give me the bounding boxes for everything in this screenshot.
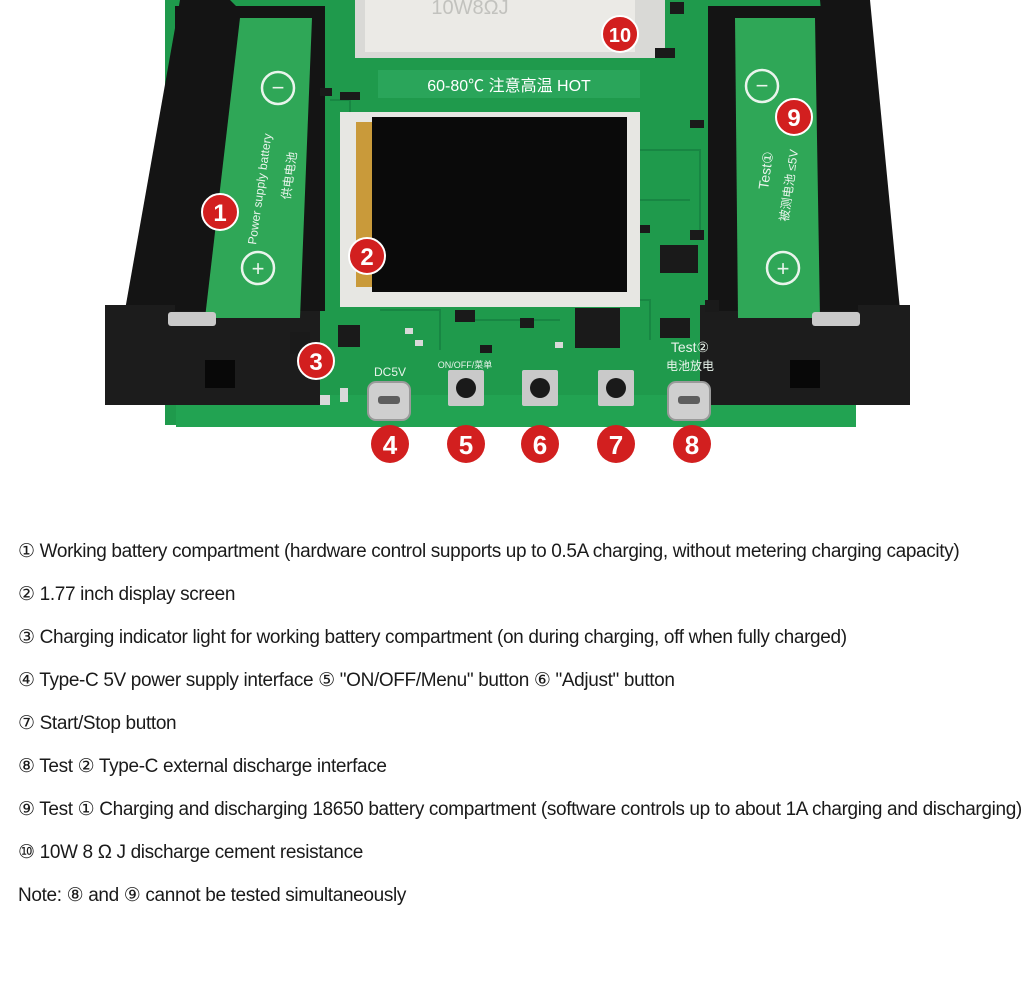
- callout-8: 8: [673, 425, 711, 463]
- dc5v-port-label: DC5V: [374, 365, 406, 379]
- legend-item-10: ⑩ 10W 8 Ω J discharge cement resistance: [18, 842, 363, 863]
- adjust-button: [522, 370, 558, 406]
- menu-button: [448, 370, 484, 406]
- legend: ① Working battery compartment (hardware …: [18, 536, 1022, 923]
- test2-port-label: Test②: [671, 339, 709, 355]
- callout-7: 7: [597, 425, 635, 463]
- callout-3: 3: [297, 342, 335, 380]
- right-battery-holder: [700, 0, 910, 405]
- svg-text:7: 7: [609, 430, 623, 460]
- svg-text:8: 8: [685, 430, 699, 460]
- right-compartment-strip: [735, 18, 820, 318]
- legend-note: Note: ⑧ and ⑨ cannot be tested simultane…: [18, 885, 406, 906]
- resistor-marking: 10W8ΩJ: [431, 0, 508, 19]
- callout-1: 1: [201, 193, 239, 231]
- display-screen: [340, 112, 640, 307]
- legend-item-7: ⑦ Start/Stop button: [18, 713, 177, 734]
- legend-item-4-5-6: ④ Type-C 5V power supply interface ⑤ "ON…: [18, 670, 675, 691]
- right-compartment-label-en: Test①: [755, 150, 776, 190]
- left-compartment-strip: [205, 18, 312, 318]
- svg-text:3: 3: [309, 349, 322, 376]
- legend-item-8: ⑧ Test ② Type-C external discharge inter…: [18, 756, 387, 777]
- product-photo: − + Power supply battery 供电电池 − + Test① …: [105, 0, 910, 463]
- svg-text:10: 10: [609, 25, 631, 47]
- callout-10: 10: [601, 15, 639, 53]
- right-plus-sign: +: [777, 256, 790, 281]
- left-minus-sign: −: [272, 75, 285, 100]
- left-plus-sign: +: [252, 256, 265, 281]
- svg-text:2: 2: [360, 244, 373, 271]
- callout-4: 4: [371, 425, 409, 463]
- legend-item-9: ⑨ Test ① Charging and discharging 18650 …: [18, 799, 1022, 820]
- right-plus-icon: [765, 250, 801, 286]
- callout-5: 5: [447, 425, 485, 463]
- callout-9: 9: [775, 98, 813, 136]
- legend-item-3: ③ Charging indicator light for working b…: [18, 627, 847, 648]
- start-stop-button: [598, 370, 634, 406]
- menu-button-silk: ON/OFF/菜单: [438, 359, 493, 370]
- svg-text:6: 6: [533, 430, 547, 460]
- test2-port-label-cn: 电池放电: [666, 358, 714, 373]
- left-compartment-label-cn: 供电电池: [279, 151, 300, 200]
- svg-text:1: 1: [213, 200, 226, 227]
- legend-item-1: ① Working battery compartment (hardware …: [18, 541, 960, 562]
- svg-text:5: 5: [459, 430, 473, 460]
- left-plus-icon: [240, 250, 276, 286]
- legend-item-2: ② 1.77 inch display screen: [18, 584, 236, 605]
- right-minus-icon: [744, 68, 780, 104]
- callout-2: 2: [348, 237, 386, 275]
- heat-warning-label: 60-80℃ 注意高温 HOT: [427, 76, 591, 95]
- svg-text:9: 9: [787, 105, 800, 132]
- svg-text:4: 4: [383, 430, 398, 460]
- left-battery-holder: [105, 0, 325, 405]
- left-minus-icon: [260, 70, 296, 106]
- right-minus-sign: −: [756, 73, 769, 98]
- callout-6: 6: [521, 425, 559, 463]
